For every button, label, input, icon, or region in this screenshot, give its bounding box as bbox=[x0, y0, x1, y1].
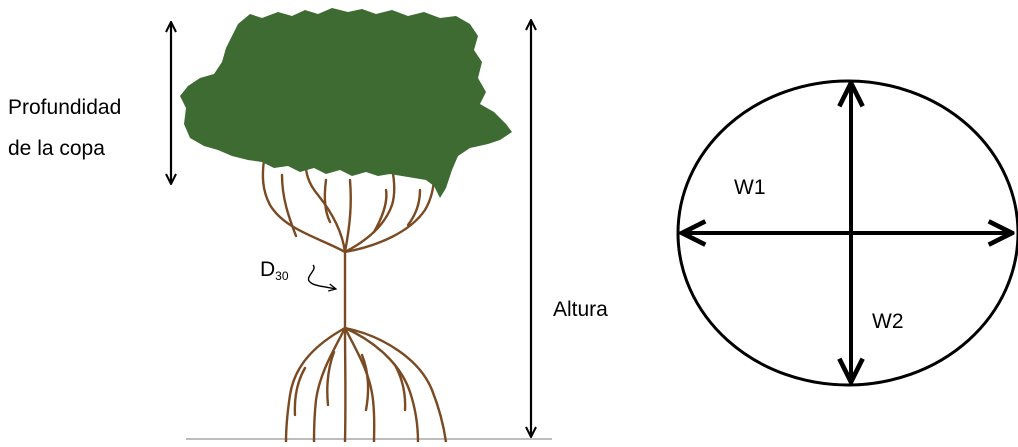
d30-pointer-arrow bbox=[308, 265, 336, 289]
crown-depth-label-line2: de la copa bbox=[8, 137, 105, 160]
w2-label: W2 bbox=[872, 310, 904, 333]
crown-depth-label-line1: Profundidad bbox=[8, 96, 121, 119]
tree-canopy bbox=[180, 8, 512, 198]
tree-roots bbox=[286, 328, 446, 442]
tree-branches bbox=[263, 160, 434, 328]
diameter-label-subscript: 30 bbox=[275, 269, 289, 283]
diameter-label: D30 bbox=[260, 258, 289, 283]
height-label: Altura bbox=[553, 298, 608, 321]
w1-label: W1 bbox=[734, 176, 766, 199]
diameter-label-main: D bbox=[260, 258, 275, 281]
